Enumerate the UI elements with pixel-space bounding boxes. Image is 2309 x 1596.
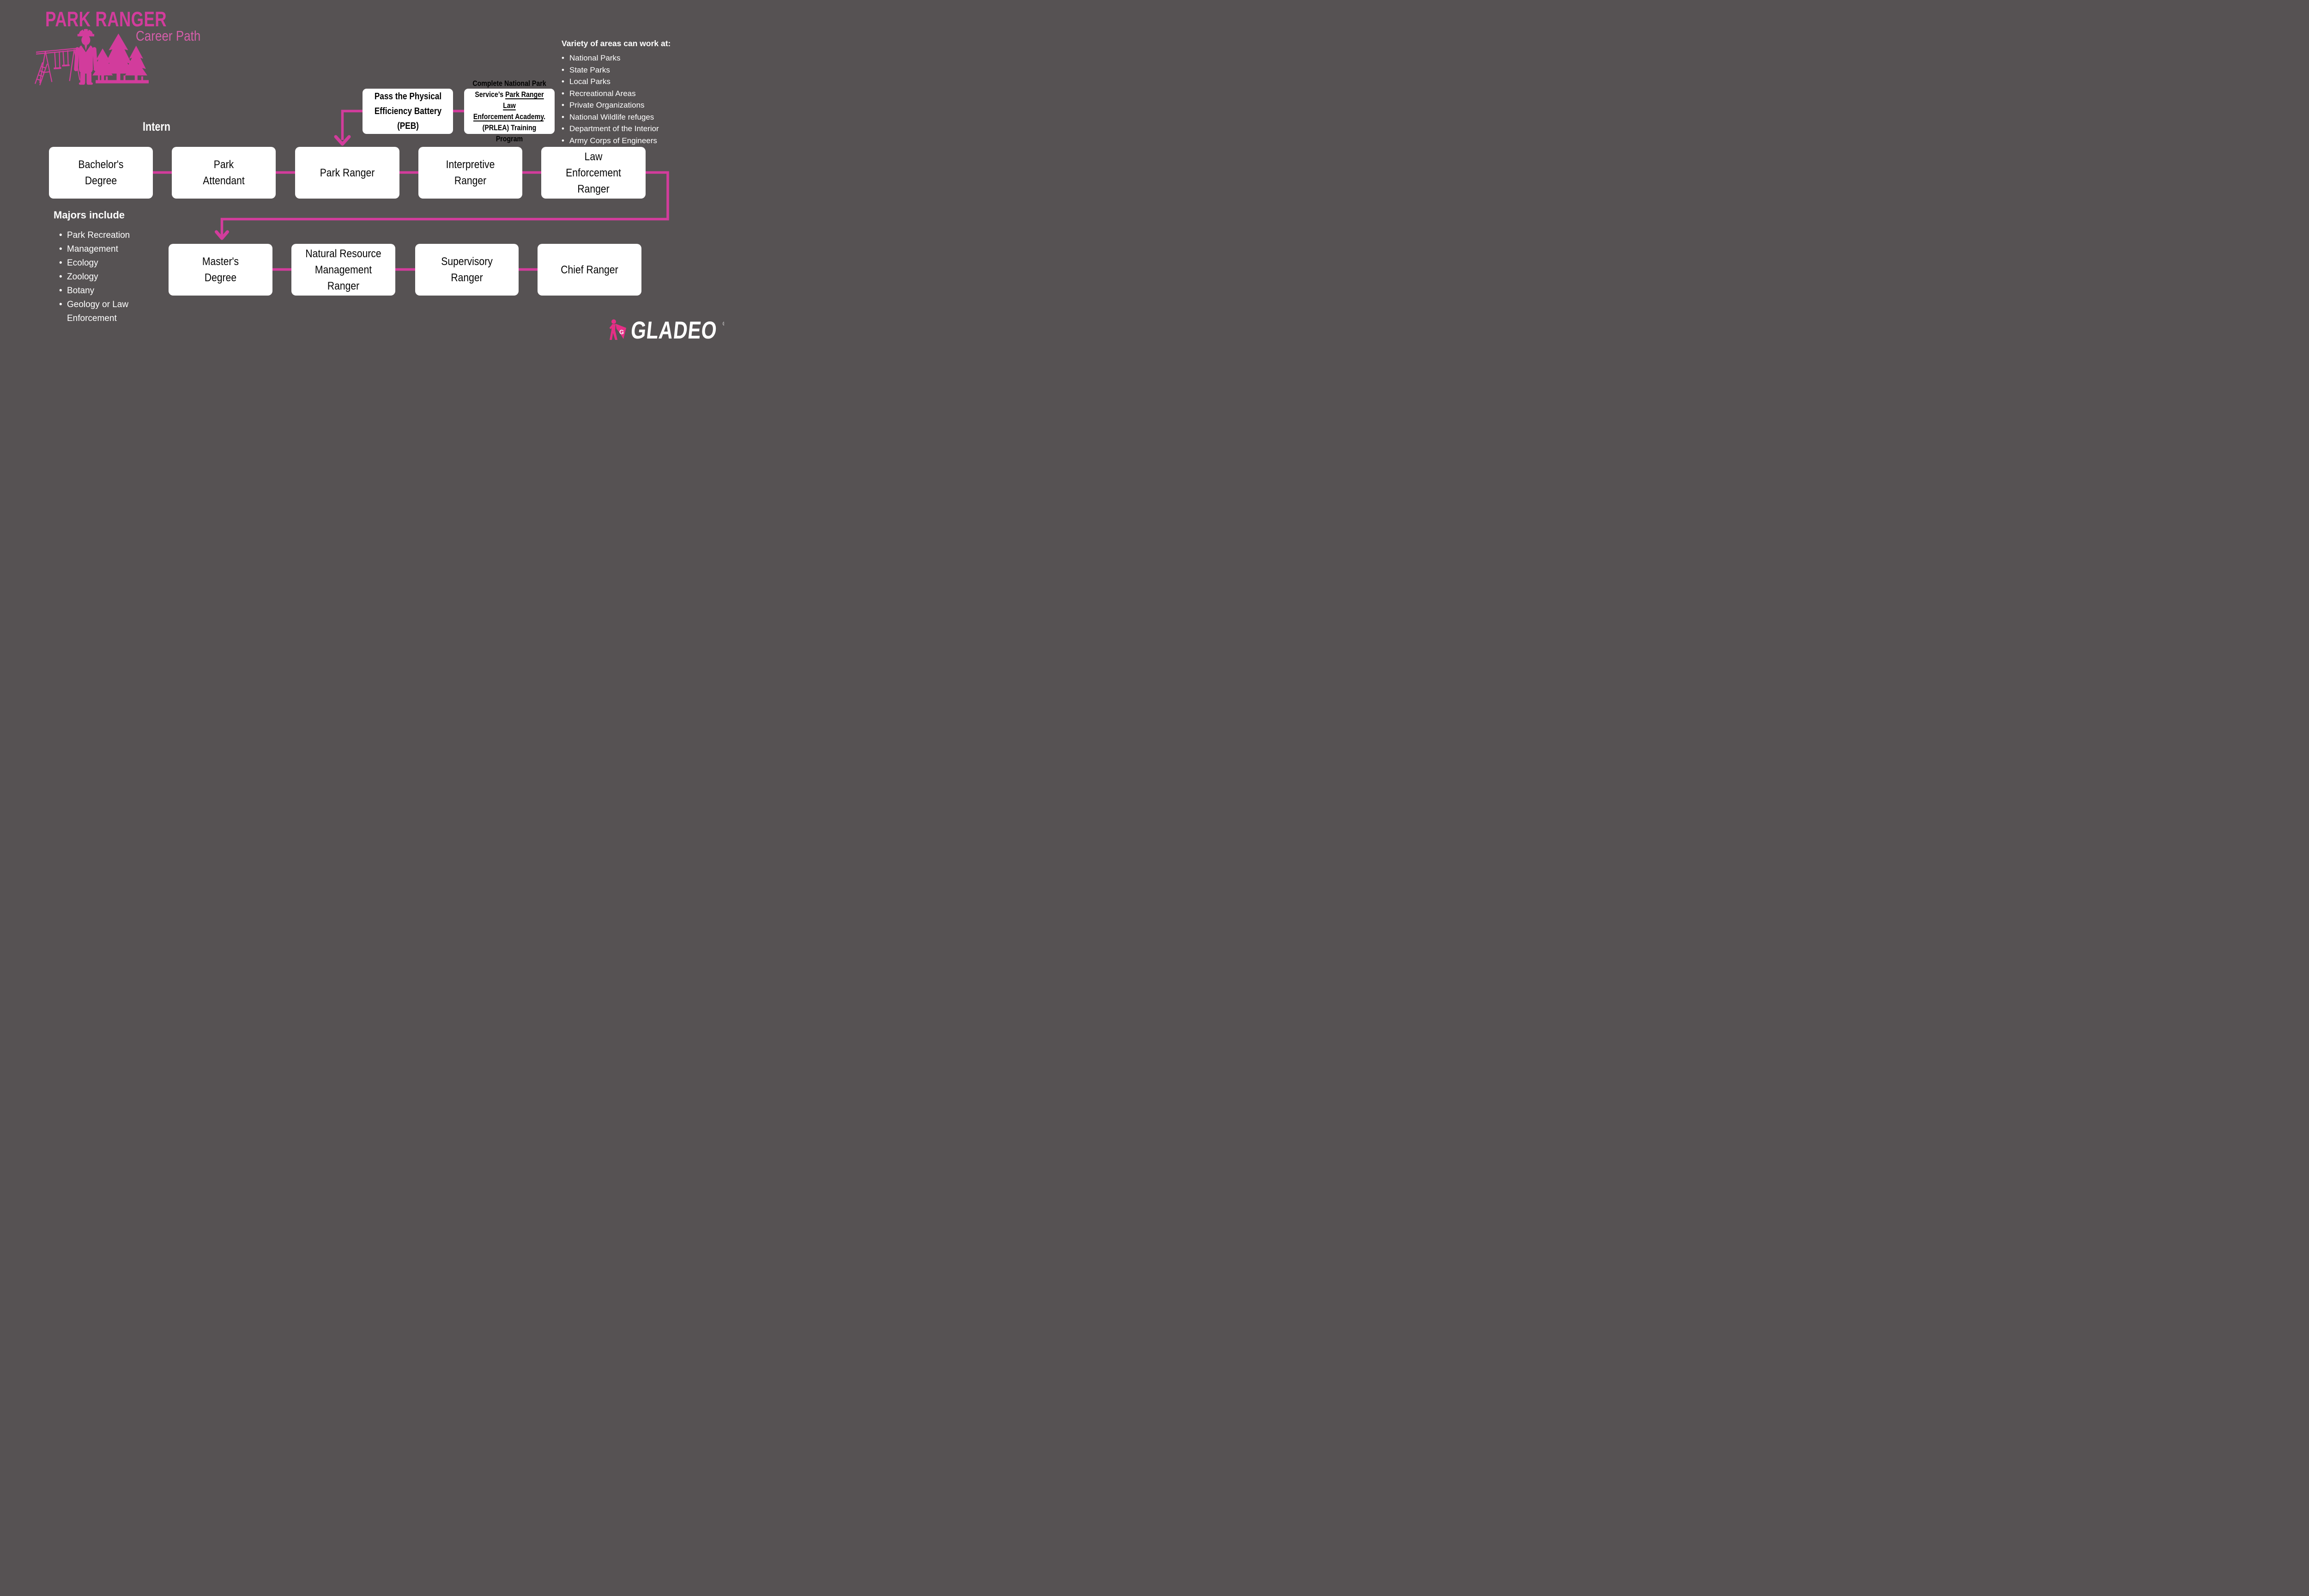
list-item: • Management (59, 242, 151, 256)
list-item-label: Ecology (67, 258, 98, 268)
bullet-icon: • (562, 54, 564, 62)
list-item-label: National Parks (569, 54, 621, 62)
list-item: • Zoology (59, 270, 151, 284)
flow-box-law-enforcement-ranger: Law Enforcement Ranger (541, 147, 646, 199)
list-item-label: National Wildlife refuges (569, 112, 654, 121)
list-item: • National Wildlife refuges (562, 111, 691, 123)
flow-box-interpretive-ranger: Interpretive Ranger (418, 147, 522, 199)
majors-section: Majors include • Park Recreation • Manageme… (54, 209, 151, 326)
list-item-label: Zoology (67, 272, 98, 282)
bullet-icon: • (59, 258, 62, 268)
list-item-label: Park Recreation (67, 230, 130, 240)
pine-trees-icon (92, 33, 149, 84)
list-item: • Botany (59, 284, 151, 298)
peb-elbow-connector (341, 109, 363, 140)
park-ranger-scene-icon (35, 27, 149, 85)
career-path-poster: PARK RANGER Career Path (0, 0, 724, 362)
gladeo-logo: G GLADEO ® (608, 317, 724, 344)
list-item-label: Geology or Law Enforcement (67, 300, 129, 323)
work-areas-section: Variety of areas can work at: • National … (562, 39, 691, 146)
list-item-label: Army Corps of Engineers (569, 136, 657, 145)
list-item: • Park Recreation (59, 229, 151, 242)
list-item: • Department of the Interior (562, 123, 691, 135)
list-item: • Army Corps of Engineers (562, 135, 691, 147)
flow-box-masters-degree: Master's Degree (169, 244, 272, 296)
list-item: • Private Organizations (562, 99, 691, 111)
majors-heading: Majors include (54, 209, 125, 221)
majors-list: • Park Recreation • Management • Ecology • Zoo… (54, 229, 151, 326)
list-item-label: Botany (67, 286, 95, 296)
page-title: PARK RANGER (45, 7, 167, 31)
bullet-icon: • (59, 230, 62, 240)
bullet-icon: • (562, 112, 564, 121)
svg-text:G: G (619, 328, 624, 336)
bullet-icon: • (562, 65, 564, 74)
list-item-label: Recreational Areas (569, 89, 636, 98)
list-item-label: Local Parks (569, 77, 610, 86)
bullet-icon: • (562, 136, 564, 145)
list-item-label: Private Organizations (569, 101, 645, 109)
gladeo-wordmark: GLADEO (629, 317, 719, 344)
peb-requirement-box: Pass the Physical Efficiency Battery (PE… (363, 89, 453, 134)
gladeo-mascot-icon: G (609, 319, 626, 340)
work-areas-heading: Variety of areas can work at: (562, 39, 671, 48)
text-line: Enforcement Academy. (473, 113, 546, 121)
flow-box-bachelors-degree: Bachelor's Degree (49, 147, 153, 199)
bullet-icon: • (562, 101, 564, 109)
page-subtitle: Career Path (136, 28, 201, 44)
arrow-down-icon (215, 230, 229, 240)
list-item: • Local Parks (562, 76, 691, 88)
bullet-icon: • (562, 89, 564, 98)
work-areas-list: •National Parks•State Parks•Local Parks•… (562, 52, 691, 146)
bullet-icon: • (59, 300, 62, 309)
bullet-icon: • (562, 77, 564, 86)
ranger-person-icon (74, 27, 98, 85)
text-line: Service’s Park Ranger Law (475, 91, 544, 110)
list-item: • Ecology (59, 256, 151, 270)
flow-box-natural-resource-management-ranger: Natural Resource Management Ranger (291, 244, 395, 296)
arrow-down-icon (334, 135, 351, 146)
swing-set-icon (35, 48, 80, 85)
flow-box-park-ranger: Park Ranger (295, 147, 399, 199)
peb-requirement-text: Pass the Physical Efficiency Battery (PE… (374, 91, 441, 131)
list-item: • Geology or Law Enforcement (59, 298, 151, 326)
list-item-label: Management (67, 244, 118, 254)
bullet-icon: • (562, 124, 564, 133)
list-item: • Recreational Areas (562, 88, 691, 100)
flow-box-chief-ranger: Chief Ranger (538, 244, 641, 296)
bullet-icon: • (59, 272, 62, 282)
text-line: (PRLEA) Training Program (482, 124, 537, 143)
text-line: Complete National Park (472, 79, 546, 88)
list-item: • State Parks (562, 64, 691, 76)
flow-box-supervisory-ranger: Supervisory Ranger (415, 244, 519, 296)
flow-box-park-attendant: Park Attendant (172, 147, 276, 199)
registered-trademark-icon: ® (723, 320, 724, 327)
list-item-label: Department of the Interior (569, 124, 659, 133)
list-item-label: State Parks (569, 65, 610, 74)
bullet-icon: • (59, 286, 62, 296)
list-item: • National Parks (562, 52, 691, 64)
intern-stage-label: Intern (143, 120, 171, 133)
bullet-icon: • (59, 244, 62, 254)
